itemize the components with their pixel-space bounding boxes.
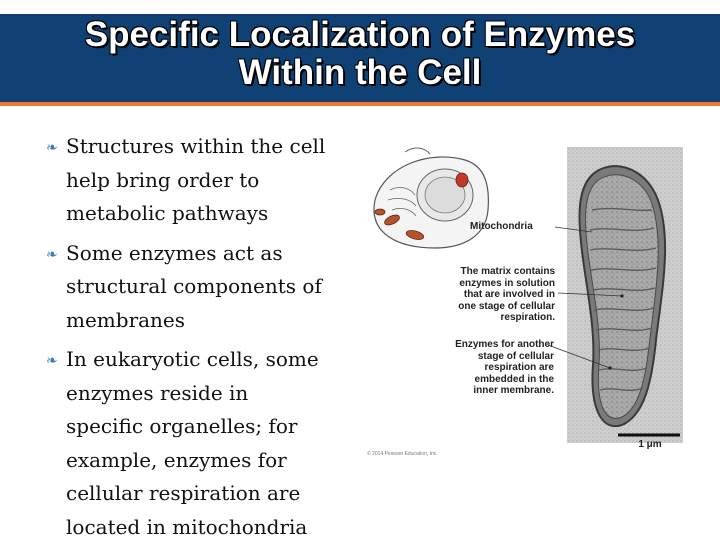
scale-bar-label: 1 μm <box>638 439 662 450</box>
bullet-swirl-icon: ❧ <box>46 246 58 263</box>
leader-line-mitochondria <box>554 226 593 233</box>
leader-line-inner-membrane <box>547 344 611 369</box>
copyright-notice: © 2014 Pearson Education, Inc. <box>367 451 438 457</box>
bullet-line: In eukaryotic cells, some <box>66 347 319 371</box>
bullet-swirl-icon: ❧ <box>46 140 58 156</box>
bullet-item: ❧ In eukaryotic cells, some enzymes resi… <box>46 343 356 544</box>
bullet-item: ❧ Structures within the cell help bring … <box>46 130 356 231</box>
slide-title: Specific Localization of Enzymes Within … <box>0 16 720 92</box>
label-inner-membrane: Enzymes for another stage of cellular re… <box>455 339 554 396</box>
bullet-line: located in mitochondria <box>66 514 308 539</box>
bullet-line: enzymes reside in <box>66 380 249 405</box>
cell-schematic <box>373 147 489 249</box>
leader-line-matrix <box>557 292 623 297</box>
bullet-line: membranes <box>66 307 186 332</box>
label-matrix: The matrix contains enzymes in solution … <box>458 266 555 323</box>
bullet-line: cellular respiration are <box>66 481 301 505</box>
bullet-line: specific organelles; for <box>66 414 298 438</box>
bullet-line: Some enzymes act as <box>66 240 283 265</box>
bullet-swirl-icon: ❧ <box>46 353 58 369</box>
bullet-line: structural components of <box>66 274 322 298</box>
title-line-1: Specific Localization of Enzymes <box>84 15 636 54</box>
bullet-line: metabolic pathways <box>66 201 269 225</box>
title-line-2: Within the Cell <box>238 53 482 92</box>
pointer-dot <box>620 294 624 298</box>
mitochondria-figure: Mitochondria The matrix contains enzymes… <box>360 140 710 460</box>
bullet-list: ❧ Structures within the cell help bring … <box>46 130 356 550</box>
title-accent-line <box>0 102 720 106</box>
label-mitochondria: Mitochondria <box>470 221 533 232</box>
bullet-line: example, enzymes for <box>66 447 287 472</box>
bullet-item: ❧ Some enzymes act as structural compone… <box>46 237 356 338</box>
pointer-dot <box>608 366 612 370</box>
bullet-line: help bring order to <box>66 167 260 192</box>
figure-artwork <box>373 147 683 443</box>
title-bar <box>0 14 720 102</box>
bullet-line: Structures within the cell <box>66 134 326 158</box>
